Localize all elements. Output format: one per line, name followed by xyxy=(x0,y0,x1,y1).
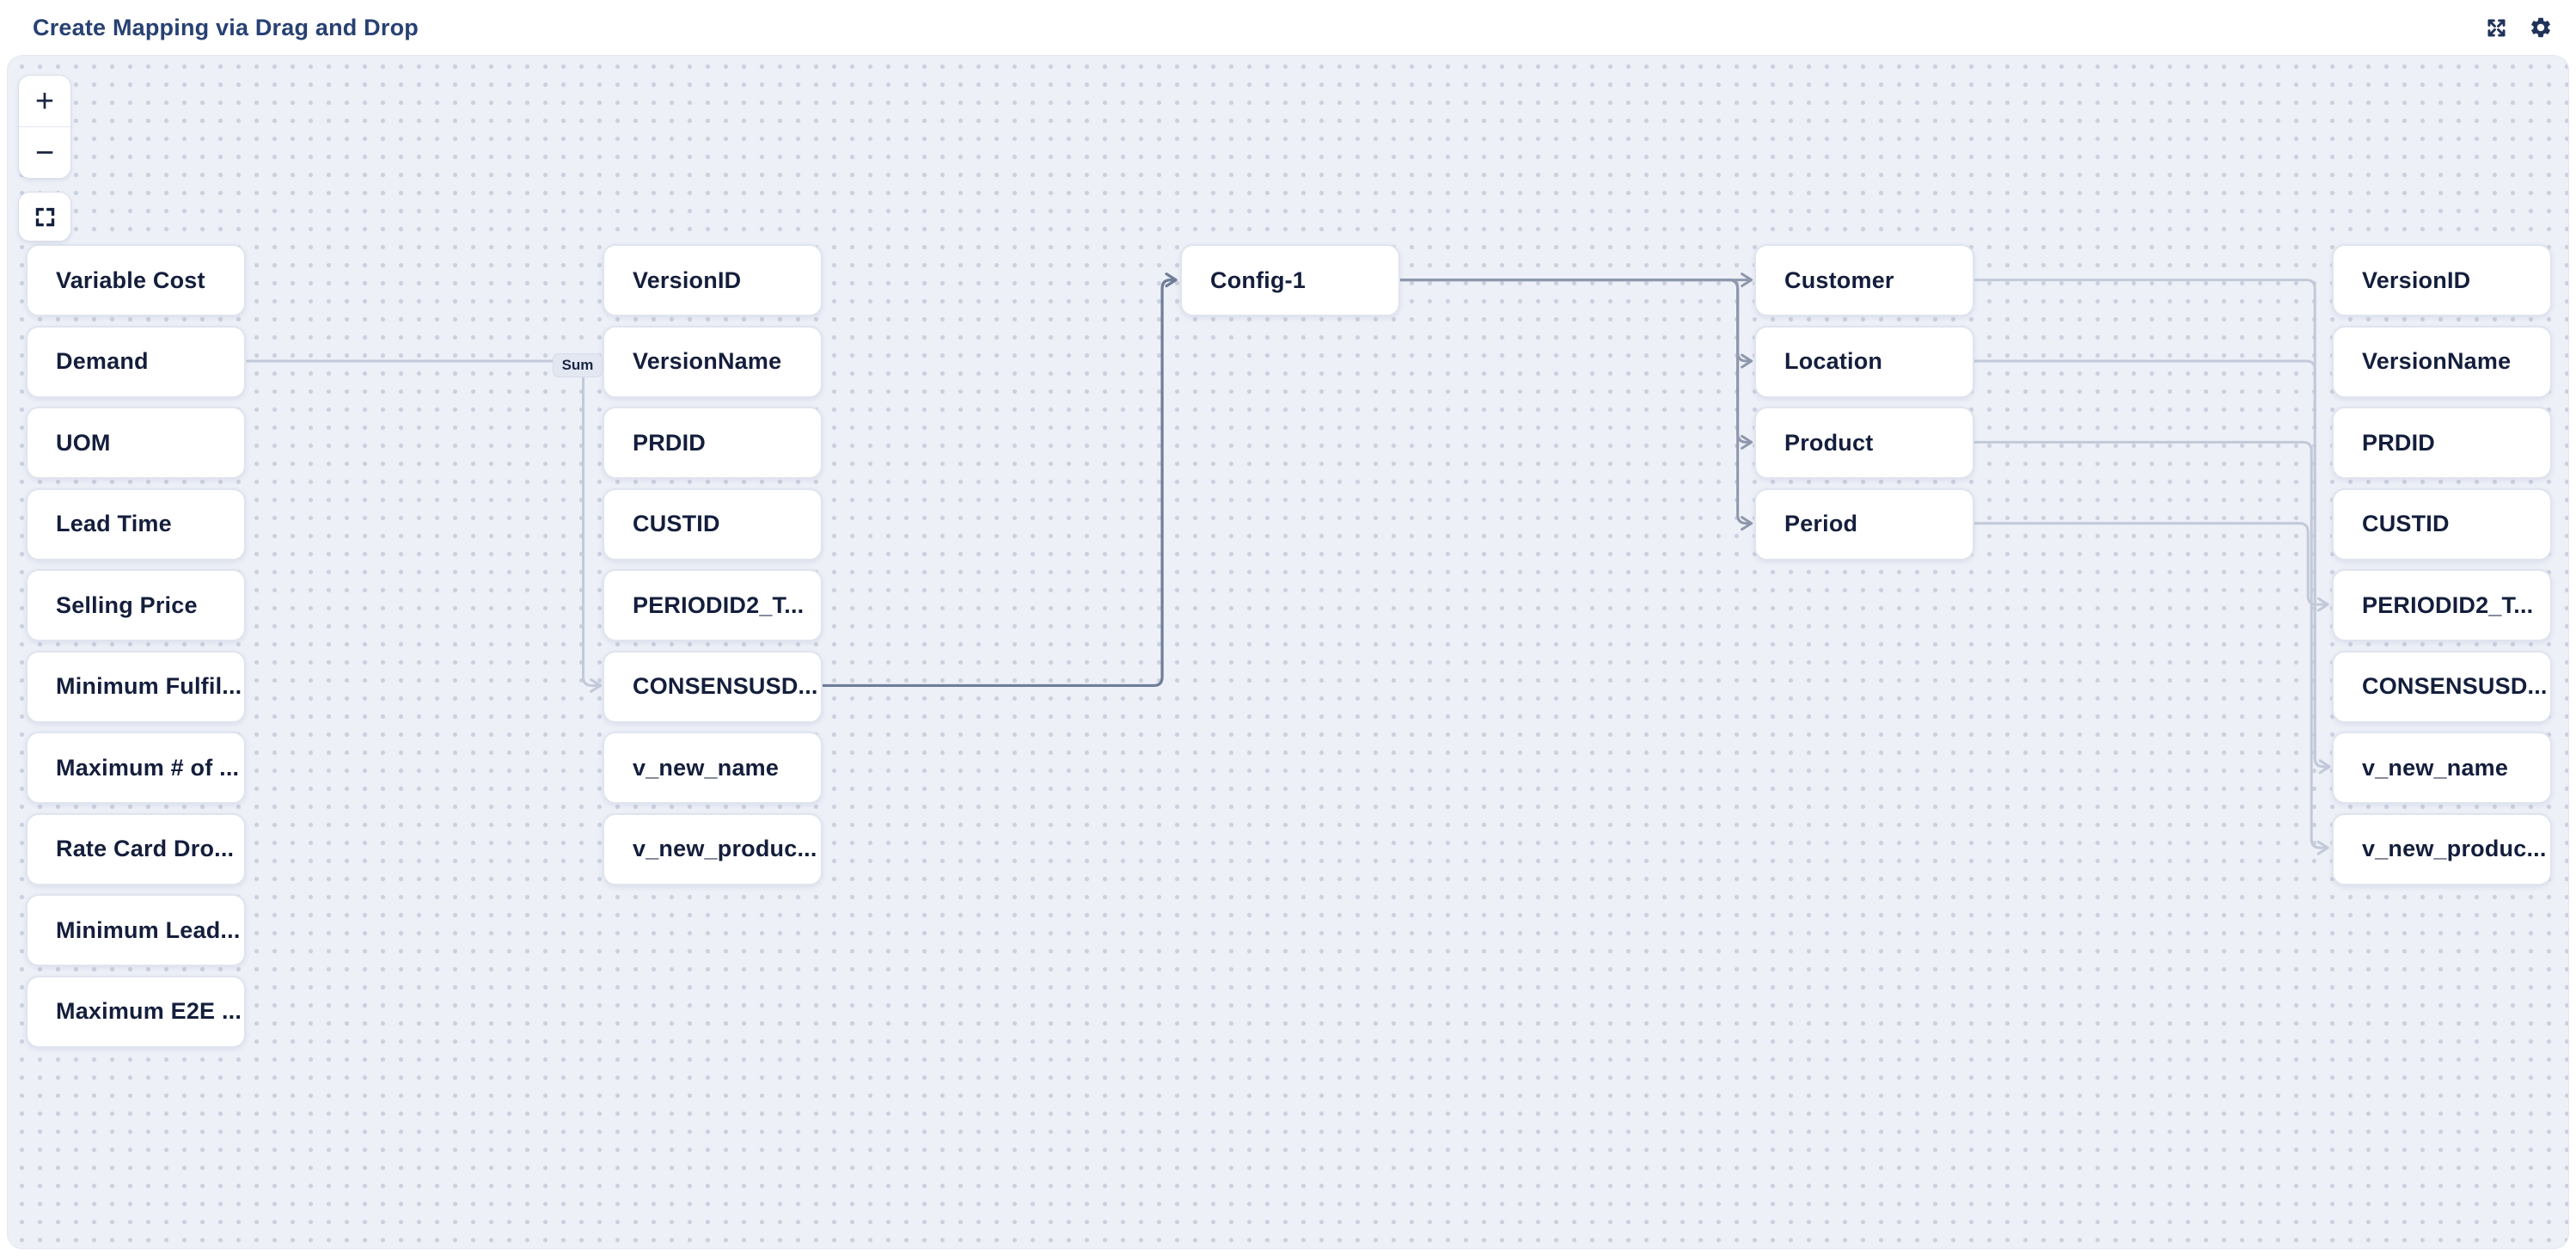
node-custid-target[interactable]: CUSTID xyxy=(2332,487,2552,561)
node-label: CUSTID xyxy=(633,511,720,536)
minus-icon: − xyxy=(34,134,55,171)
node-label: CUSTID xyxy=(2362,511,2450,536)
settings-button[interactable] xyxy=(2528,15,2554,40)
flow-canvas[interactable]: Variable Cost Demand UOM Lead Time Selli… xyxy=(7,55,2569,1249)
node-versionname-target[interactable]: VersionName xyxy=(2332,325,2552,398)
node-lead-time[interactable]: Lead Time xyxy=(26,487,246,561)
node-periodid2-target[interactable]: PERIODID2_T... xyxy=(2332,569,2552,641)
node-label: Lead Time xyxy=(56,511,172,536)
node-custid-staging[interactable]: CUSTID xyxy=(603,487,823,561)
node-label: PRDID xyxy=(2362,429,2436,456)
node-label: v_new_produc... xyxy=(633,836,817,861)
node-label: Maximum E2E ... xyxy=(56,998,242,1024)
node-rate-card[interactable]: Rate Card Dro... xyxy=(26,812,246,885)
node-label: Minimum Fulfil... xyxy=(56,673,242,699)
node-uom[interactable]: UOM xyxy=(26,407,246,479)
gear-icon xyxy=(2531,17,2550,38)
node-label: Location xyxy=(1784,348,1883,374)
fit-view-button[interactable] xyxy=(18,192,71,242)
header: Create Mapping via Drag and Drop xyxy=(0,0,2576,55)
fullscreen-button[interactable] xyxy=(2483,15,2509,40)
node-maximum-e2e[interactable]: Maximum E2E ... xyxy=(26,975,246,1048)
node-variable-cost[interactable]: Variable Cost xyxy=(26,244,246,316)
node-label: v_new_produc... xyxy=(2362,836,2547,861)
node-label: VersionID xyxy=(2362,267,2471,293)
node-prdid-target[interactable]: PRDID xyxy=(2332,407,2552,479)
header-actions xyxy=(2483,15,2576,40)
node-label: Minimum Lead... xyxy=(56,916,241,943)
node-label: Variable Cost xyxy=(56,267,205,293)
node-label: Rate Card Dro... xyxy=(56,836,235,861)
node-label: VersionName xyxy=(2362,348,2512,374)
node-v-new-produc-staging[interactable]: v_new_produc... xyxy=(603,812,823,885)
node-periodid2-staging[interactable]: PERIODID2_T... xyxy=(603,569,823,641)
fullscreen-icon xyxy=(2487,18,2506,37)
node-label: Product xyxy=(1784,429,1874,456)
node-label: PRDID xyxy=(633,429,707,456)
node-consensusd-staging[interactable]: CONSENSUSD... xyxy=(603,650,823,723)
node-location[interactable]: Location xyxy=(1754,325,1974,398)
edge-label-sum: Sum xyxy=(553,353,603,377)
node-label: PERIODID2_T... xyxy=(2362,591,2534,618)
node-prdid-staging[interactable]: PRDID xyxy=(603,407,823,479)
zoom-in-button[interactable]: + xyxy=(19,76,70,126)
node-label: Period xyxy=(1784,511,1858,536)
node-consensusd-target[interactable]: CONSENSUSD... xyxy=(2332,650,2552,723)
zoom-panel: + − xyxy=(18,75,71,179)
node-config-1[interactable]: Config-1 xyxy=(1180,244,1400,316)
node-label: VersionName xyxy=(633,348,782,374)
divider xyxy=(19,126,70,127)
node-versionname-staging[interactable]: VersionName xyxy=(603,325,823,398)
node-label: VersionID xyxy=(633,267,742,293)
node-label: UOM xyxy=(56,429,111,456)
node-demand[interactable]: Demand xyxy=(26,325,246,398)
node-minimum-lead[interactable]: Minimum Lead... xyxy=(26,894,246,966)
node-label: PERIODID2_T... xyxy=(633,591,805,618)
node-versionid-staging[interactable]: VersionID xyxy=(603,244,823,316)
node-selling-price[interactable]: Selling Price xyxy=(26,569,246,641)
node-minimum-fulfil[interactable]: Minimum Fulfil... xyxy=(26,650,246,723)
node-label: v_new_name xyxy=(633,754,780,781)
node-label: v_new_name xyxy=(2362,754,2509,781)
node-label: Selling Price xyxy=(56,591,198,618)
page-title: Create Mapping via Drag and Drop xyxy=(33,14,419,40)
node-period[interactable]: Period xyxy=(1754,487,1974,561)
node-versionid-target[interactable]: VersionID xyxy=(2332,244,2552,316)
node-label: Maximum # of ... xyxy=(56,754,240,781)
fit-view-icon xyxy=(35,207,54,226)
node-label: Demand xyxy=(56,348,149,374)
zoom-out-button[interactable]: − xyxy=(19,127,70,178)
node-maximum-of[interactable]: Maximum # of ... xyxy=(26,732,246,804)
node-v-new-produc-target[interactable]: v_new_produc... xyxy=(2332,812,2552,885)
node-customer[interactable]: Customer xyxy=(1754,244,1974,316)
node-label: CONSENSUSD... xyxy=(2362,673,2548,699)
node-label: Customer xyxy=(1784,267,1894,293)
node-v-new-name-staging[interactable]: v_new_name xyxy=(603,732,823,804)
node-product[interactable]: Product xyxy=(1754,407,1974,479)
node-label: Config-1 xyxy=(1210,267,1306,293)
node-v-new-name-target[interactable]: v_new_name xyxy=(2332,732,2552,804)
edge-layer xyxy=(246,273,2331,855)
node-label: CONSENSUSD... xyxy=(633,673,818,699)
plus-icon: + xyxy=(34,83,55,119)
